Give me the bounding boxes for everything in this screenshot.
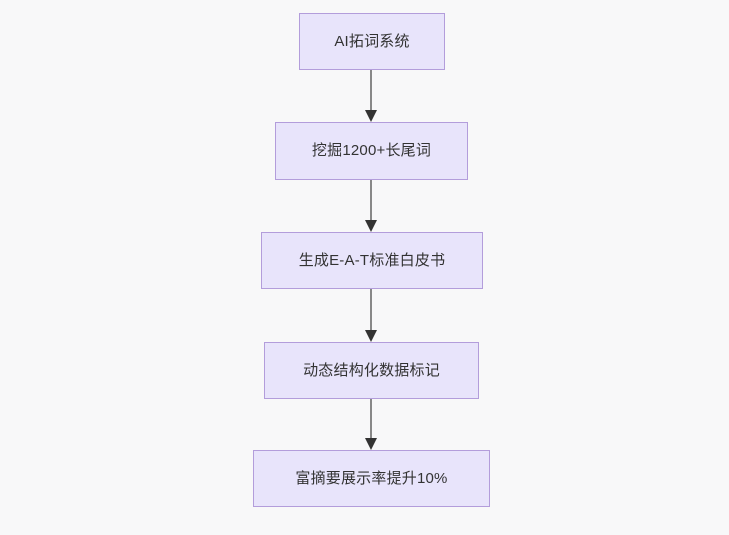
edge-group-2-3	[365, 180, 377, 232]
flow-node-label: 生成E-A-T标准白皮书	[298, 251, 446, 269]
edge-arrowhead-1-2	[365, 110, 377, 122]
flow-node-label: AI拓词系统	[334, 32, 410, 50]
flow-node-dynamic-structured-data-markup[interactable]: 动态结构化数据标记	[264, 342, 479, 399]
flow-node-label: 富摘要展示率提升10%	[295, 469, 448, 487]
edge-group-4-5	[365, 399, 377, 450]
flow-node-ai-keyword-system[interactable]: AI拓词系统	[299, 13, 445, 70]
flow-node-mine-longtail-keywords[interactable]: 挖掘1200+长尾词	[275, 122, 468, 180]
edge-arrowhead-3-4	[365, 330, 377, 342]
flow-node-label: 挖掘1200+长尾词	[311, 142, 432, 159]
edge-arrowhead-4-5	[365, 438, 377, 450]
edge-group-1-2	[365, 70, 377, 122]
edge-arrowhead-2-3	[365, 220, 377, 232]
flow-node-rich-snippet-impression-uplift[interactable]: 富摘要展示率提升10%	[253, 450, 490, 507]
edge-group-3-4	[365, 289, 377, 342]
flow-node-label: 动态结构化数据标记	[303, 361, 440, 379]
flow-node-generate-eat-whitepaper[interactable]: 生成E-A-T标准白皮书	[261, 232, 483, 289]
